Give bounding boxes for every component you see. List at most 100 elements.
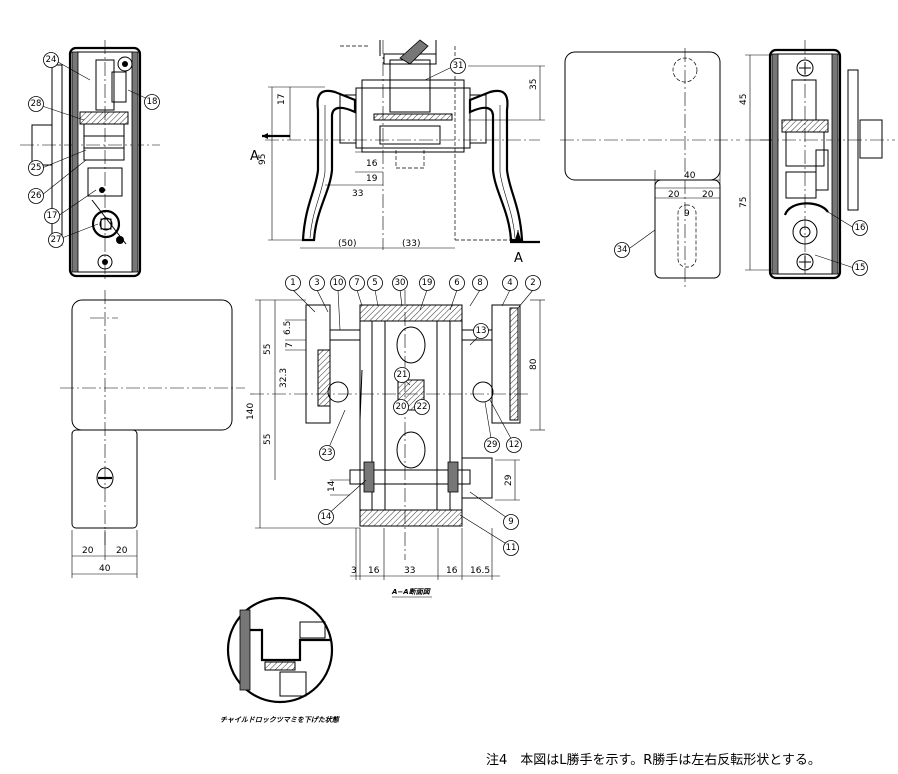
dim-55-top: 55 [263,344,273,355]
balloon-14: 14 [318,509,334,525]
balloon-21: 21 [394,367,410,383]
svg-text:28: 28 [31,99,42,109]
svg-text:14: 14 [321,512,332,522]
svg-text:3: 3 [314,278,319,288]
svg-text:4: 4 [507,278,512,288]
svg-text:8: 8 [477,278,482,288]
dim-17: 17 [277,94,287,105]
dim-95: 95 [258,154,268,165]
svg-text:6: 6 [454,278,459,288]
dim-16-a: 16 [368,566,380,576]
dim-55-bottom: 55 [263,434,273,445]
dim-3: 3 [351,566,357,576]
svg-text:26: 26 [31,191,42,201]
balloon-27: 27 [48,232,64,248]
dim-20-a: 20 [82,546,94,556]
right-side-view: 45 75 [739,40,895,280]
balloon-4: 4 [502,275,518,291]
balloon-3: 3 [309,275,325,291]
dim-20-left: 20 [668,190,680,200]
balloon-16: 16 [852,220,868,236]
svg-text:13: 13 [476,326,487,336]
balloon-24: 24 [43,52,59,68]
dim-16-b: 16 [446,566,458,576]
svg-text:34: 34 [617,245,628,255]
balloon-25: 25 [28,160,44,176]
balloon-23: 23 [319,445,335,461]
balloon-1: 1 [285,275,301,291]
dim-19: 19 [366,174,378,184]
dim-33-c: 33 [404,566,415,576]
svg-text:18: 18 [147,97,158,107]
dim-16: 16 [366,159,378,169]
svg-text:16: 16 [855,223,866,233]
dim-140: 140 [246,403,256,420]
left-side-view [20,40,160,280]
svg-text:17: 17 [47,211,58,221]
balloon-20: 20 [393,399,409,415]
balloon-12: 12 [506,437,522,453]
balloon-7: 7 [349,275,365,291]
dim-50: (50) [338,239,356,249]
escutcheon-top-view: 40 20 20 9 [560,48,740,290]
dim-29: 29 [504,474,514,486]
svg-text:5: 5 [372,278,377,288]
svg-text:22: 22 [417,402,428,412]
svg-text:30: 30 [395,278,406,288]
balloon-28: 28 [28,96,44,112]
dim-9: 9 [684,209,690,219]
svg-text:11: 11 [506,543,517,553]
svg-text:9: 9 [508,517,513,527]
balloon-2: 2 [525,275,541,291]
svg-text:2: 2 [530,278,535,288]
svg-text:23: 23 [322,448,333,458]
lever-top-view: 20 20 40 [60,290,245,578]
dim-40-top: 40 [684,171,696,181]
dim-6-5: 6.5 [283,321,293,335]
section-caption: A−A断面図 [391,587,431,596]
dim-45: 45 [739,94,749,105]
balloon-10: 10 [330,275,346,291]
dim-20-right: 20 [702,190,714,200]
dim-75: 75 [739,197,749,208]
dim-7: 7 [285,342,295,348]
section-marker-left: A [250,133,290,164]
dim-40: 40 [99,564,111,574]
balloon-8: 8 [472,275,488,291]
section-view-a-a: 140 55 55 32.3 6.5 7 80 29 14 3 16 33 16… [246,290,545,598]
svg-text:25: 25 [31,163,42,173]
dim-14: 14 [327,480,337,492]
balloon-30: 30 [392,275,408,291]
svg-text:19: 19 [422,278,433,288]
balloon-19: 19 [419,275,435,291]
balloon-17: 17 [44,208,60,224]
balloon-26: 26 [28,188,44,204]
svg-text:1: 1 [290,278,295,288]
balloon-9: 9 [503,514,519,530]
balloon-group [41,61,855,549]
dim-32-3: 32.3 [279,368,289,388]
section-marker-right: A [510,230,540,266]
balloon-34: 34 [614,242,630,258]
balloon-5: 5 [367,275,383,291]
svg-text:27: 27 [51,235,62,245]
svg-text:20: 20 [396,402,407,412]
balloon-18: 18 [144,94,160,110]
balloon-22: 22 [414,399,430,415]
svg-text:21: 21 [397,370,408,380]
svg-text:7: 7 [354,278,359,288]
dim-33: 33 [352,189,363,199]
svg-text:24: 24 [46,55,57,65]
svg-text:31: 31 [453,61,464,71]
balloon-11: 11 [503,540,519,556]
dim-20-b: 20 [116,546,128,556]
balloon-29: 29 [484,437,500,453]
balloon-6: 6 [449,275,465,291]
section-letter-right: A [514,251,523,266]
footnote: 注4 本図はL勝手を示す。R勝手は左右反転形状とする。 [486,753,821,768]
balloon-13: 13 [473,323,489,339]
svg-text:29: 29 [487,440,498,450]
dim-16-5: 16.5 [470,566,490,576]
svg-text:10: 10 [333,278,344,288]
